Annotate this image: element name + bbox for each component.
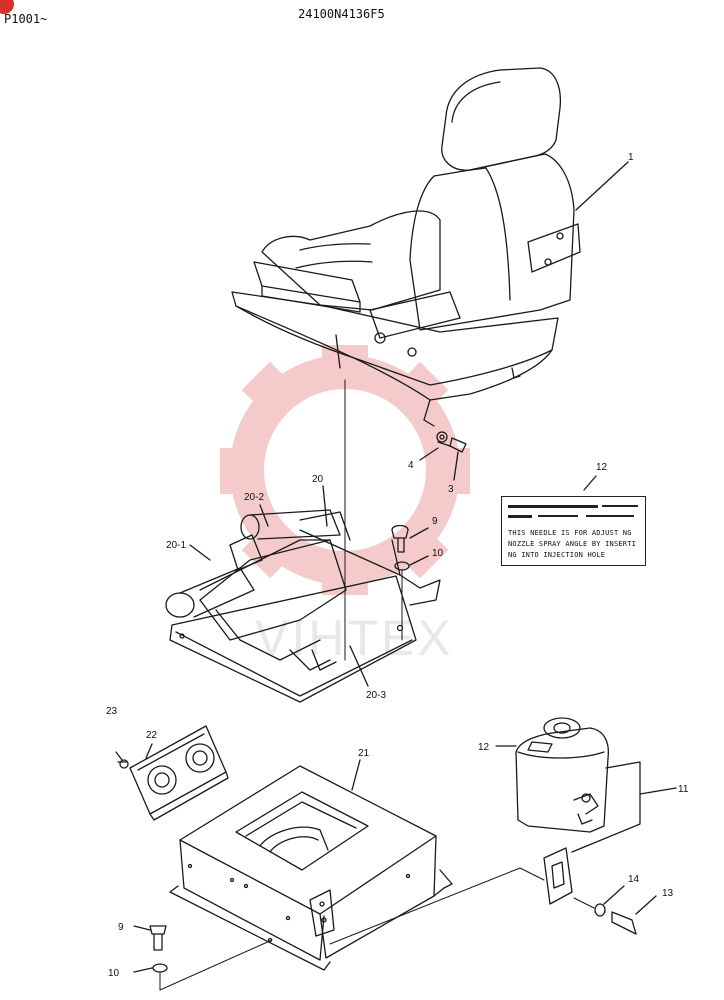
callout-12-upper: 12 [596, 462, 608, 473]
serial-range: P1001~ [4, 12, 48, 26]
leader-13 [635, 895, 657, 915]
callout-14: 14 [628, 874, 640, 885]
callout-10-lower: 10 [108, 968, 120, 979]
callout-13: 13 [662, 888, 674, 899]
bolt-9-upper [391, 524, 409, 539]
callout-1: 1 [628, 152, 634, 163]
leader-9-upper [409, 527, 429, 539]
callout-20-3: 20-3 [366, 690, 386, 701]
blower-unit [129, 725, 229, 821]
label-line-1: THIS NEEDLE IS FOR ADJUST NG [508, 529, 632, 537]
leader-20-3 [349, 645, 369, 687]
leader-20 [322, 485, 328, 527]
callout-9-upper: 9 [432, 516, 438, 527]
leader-1 [575, 161, 629, 211]
leader-11a [571, 761, 641, 853]
leader-11 [639, 787, 677, 795]
callout-21: 21 [358, 748, 370, 759]
washer-tank [515, 717, 610, 833]
leader-20-1 [189, 544, 211, 561]
callout-22: 22 [146, 730, 158, 741]
callout-20-2: 20-2 [244, 492, 264, 503]
suspension-assembly [165, 509, 441, 703]
label-line-3: NG INTO INJECTION HOLE [508, 551, 606, 559]
tank-bracket [543, 847, 573, 905]
leader-10-upper [409, 555, 429, 566]
callout-3: 3 [448, 484, 454, 495]
leader-14 [603, 885, 625, 905]
callout-20-1: 20-1 [166, 540, 186, 551]
washer-10-lower [152, 963, 168, 973]
leader-12-upper [583, 475, 597, 491]
leader-4 [419, 447, 439, 461]
leader-3 [453, 451, 459, 481]
leader-20-2 [259, 504, 269, 527]
leader-9-lower [133, 925, 151, 931]
bolt-3 [449, 437, 467, 453]
callout-12-lower: 12 [478, 742, 490, 753]
leader-21 [351, 759, 361, 791]
callout-10-upper: 10 [432, 548, 444, 559]
drawing-number: 24100N4136F5 [298, 7, 385, 21]
leader-23 [115, 751, 123, 761]
label-line-2: NOZZLE SPRAY ANGLE BY INSERTI [508, 540, 637, 548]
callout-9-lower: 9 [118, 922, 124, 933]
bolt-13 [611, 911, 637, 935]
washer-4 [436, 431, 448, 443]
page-badge [0, 0, 14, 14]
bolt-9-lower [149, 925, 167, 935]
washer-14 [594, 903, 606, 917]
needle-instruction-label: THIS NEEDLE IS FOR ADJUST NG NOZZLE SPRA… [501, 496, 646, 566]
leader-22 [145, 743, 153, 759]
leader-10-lower [133, 967, 153, 973]
mounting-bracket [169, 765, 453, 971]
seat-assembly [231, 67, 581, 427]
callout-23: 23 [106, 706, 118, 717]
callout-4: 4 [408, 460, 414, 471]
callout-11: 11 [678, 784, 689, 795]
callout-20: 20 [312, 474, 324, 485]
